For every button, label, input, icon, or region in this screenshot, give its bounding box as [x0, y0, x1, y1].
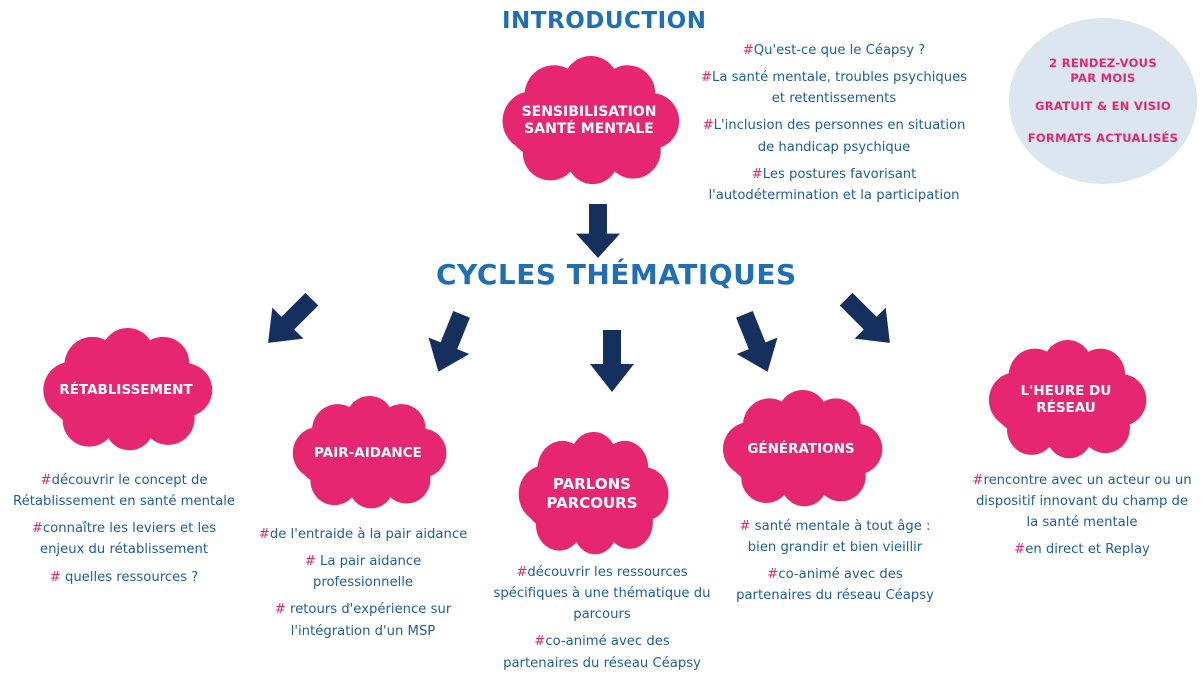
cloud-generations: GÉNÉRATIONS — [718, 390, 884, 508]
info-line: FORMATS ACTUALISÉS — [1027, 131, 1179, 146]
info-line: PAR MOIS — [1070, 70, 1136, 85]
arrow-to-parlons-parcours — [590, 330, 634, 392]
list-item: #découvrir le concept de Rétablissement … — [13, 473, 235, 510]
list-item: # santé mentale à tout âge : bien grandi… — [739, 519, 931, 556]
list-item: #Les postures favorisant l'autodétermina… — [708, 166, 960, 203]
intro-bullets: #Qu'est-ce que le Céapsy ? #La santé men… — [700, 40, 968, 212]
arrow-to-retablissement — [252, 283, 328, 359]
arrow-to-pair-aidance — [417, 306, 483, 380]
list-item: #co-animé avec des partenaires du réseau… — [736, 567, 934, 604]
list-item: #connaître les leviers et les enjeux du … — [31, 521, 217, 558]
cloud-label-generations: GÉNÉRATIONS — [747, 440, 855, 457]
cloud-label-retablissement: RÉTABLISSEMENT — [59, 381, 193, 398]
info-circle: 2 RENDEZ-VOUS PAR MOIS GRATUIT & EN VISI… — [1009, 18, 1197, 184]
cloud-pair-aidance: PAIR-AIDANCE — [288, 396, 448, 510]
parlons-parcours-bullets: #découvrir les ressources spécifiques à … — [490, 562, 714, 680]
cloud-label-heure-reseau: L'HEURE DU RÉSEAU — [1020, 383, 1112, 416]
pair-aidance-bullets: #de l'entraide à la pair aidance # La pa… — [250, 524, 476, 648]
list-item: #découvrir les ressources spécifiques à … — [493, 565, 711, 623]
info-line: GRATUIT & EN VISIO — [1034, 99, 1172, 113]
cloud-label-parlons-parcours: PARLONS PARCOURS — [546, 475, 638, 512]
list-item: #L'inclusion des personnes en situation … — [702, 118, 966, 155]
list-item: #co-animé avec des partenaires du réseau… — [503, 634, 701, 671]
arrow-to-generations — [723, 306, 789, 380]
cloud-label-sensibilisation: SENSIBILISATION SANTÉ MENTALE — [521, 103, 657, 138]
list-item: # La pair aidance professionnelle — [304, 554, 422, 591]
retablissement-bullets: #découvrir le concept de Rétablissement … — [12, 470, 236, 594]
list-item: #rencontre avec un acteur ou un disposit… — [972, 473, 1192, 531]
cloud-sensibilisation: SENSIBILISATION SANTÉ MENTALE — [497, 56, 681, 186]
list-item: # retours d'expérience sur l'intégration… — [274, 602, 452, 639]
list-item: #en direct et Replay — [1014, 542, 1150, 558]
cycles-thematiques-heading: CYCLES THÉMATIQUES — [436, 258, 797, 291]
cloud-retablissement: RÉTABLISSEMENT — [38, 328, 214, 452]
list-item: # quelles ressources ? — [49, 569, 199, 585]
list-item: #de l'entraide à la pair aidance — [258, 527, 468, 542]
introduction-heading: INTRODUCTION — [502, 8, 707, 34]
list-item: #Qu'est-ce que le Céapsy ? — [742, 43, 926, 58]
generations-bullets: # santé mentale à tout âge : bien grandi… — [722, 516, 948, 613]
cloud-heure-reseau: L'HEURE DU RÉSEAU — [984, 340, 1148, 460]
arrow-to-heure-reseau — [830, 283, 906, 359]
arrow-down-intro — [576, 204, 620, 258]
info-line: 2 RENDEZ-VOUS — [1049, 56, 1157, 71]
list-item: #La santé mentale, troubles psychiques e… — [700, 70, 968, 107]
heure-reseau-bullets: #rencontre avec un acteur ou un disposit… — [968, 470, 1196, 567]
cloud-label-pair-aidance: PAIR-AIDANCE — [314, 444, 422, 461]
cloud-parlons-parcours: PARLONS PARCOURS — [514, 432, 670, 556]
